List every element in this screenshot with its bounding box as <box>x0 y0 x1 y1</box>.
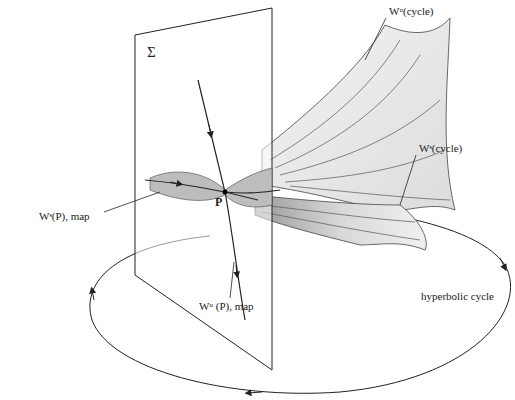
cycle-arrow <box>248 392 262 393</box>
cycle-arrow <box>500 258 505 268</box>
cycle-label: hyperbolic cycle <box>420 290 495 302</box>
leader-line <box>230 262 234 298</box>
local-surface <box>150 168 272 207</box>
point-label: P <box>214 196 223 209</box>
stable-flow-lines <box>260 205 420 240</box>
unstable-cycle-surface <box>262 18 455 211</box>
plane-symbol: Σ <box>146 44 157 61</box>
manifold-label: Wˢ(P), map <box>38 210 91 222</box>
section-plane <box>135 8 272 370</box>
leader-line <box>365 18 386 60</box>
unstable-map-curve <box>198 80 245 320</box>
manifold-label: Wᵘ (P), map <box>198 300 255 312</box>
curve-arrow <box>209 125 211 135</box>
curve-arrow <box>170 182 180 184</box>
stable-map-curve <box>145 180 280 193</box>
manifold-label: Wˢ(cycle) <box>418 142 463 154</box>
manifold-label: Wᵘ(cycle) <box>388 5 435 17</box>
leader-line <box>104 192 160 212</box>
fixed-point <box>223 190 228 195</box>
leader-line <box>400 155 416 205</box>
unstable-flow-lines <box>270 40 450 200</box>
curve-arrow <box>236 265 237 275</box>
cycle-arrow <box>92 290 94 300</box>
cycle-loop <box>225 192 258 200</box>
